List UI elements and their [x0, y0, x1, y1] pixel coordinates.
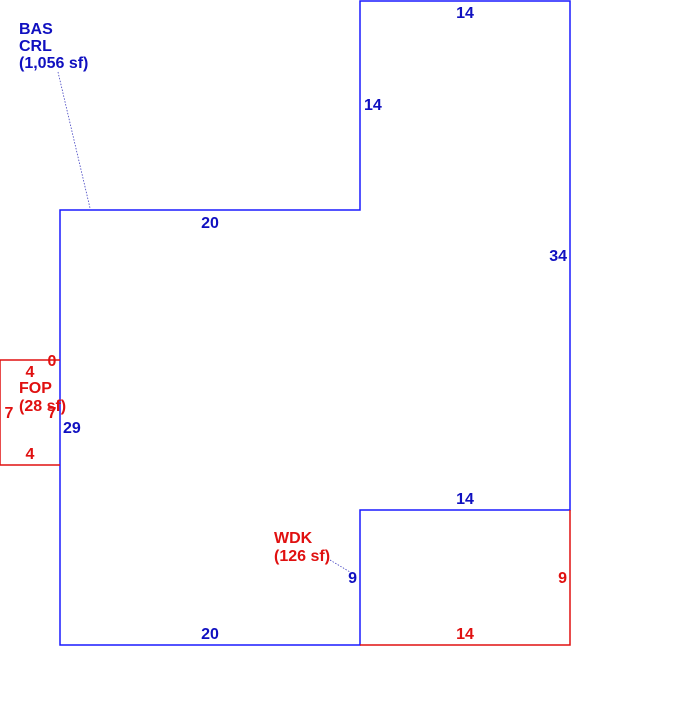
dim-fop-top: 4 — [26, 364, 35, 381]
dim-bas-right: 34 — [549, 248, 567, 265]
bas-sub-label: CRL — [19, 38, 52, 55]
dim-bas-top-right: 14 — [456, 5, 474, 22]
fop-outline — [0, 359, 60, 466]
bas-area-label: (1,056 sf) — [19, 55, 88, 72]
dim-fop-left: 7 — [5, 405, 14, 422]
dim-fop-bottom: 4 — [26, 446, 35, 463]
wdk-code-label: WDK — [274, 530, 313, 547]
dim-bas-step-vertical: 14 — [364, 97, 382, 114]
wdk-area-label: (126 sf) — [274, 548, 330, 565]
dim-wdk-bottom: 14 — [456, 626, 474, 643]
dim-wdk-right: 9 — [558, 570, 567, 587]
dim-bas-left: 29 — [63, 420, 81, 437]
fop-code-label: FOP — [19, 380, 52, 397]
bas-code-label: BAS — [19, 21, 53, 38]
dim-bas-lower-right-vertical: 9 — [348, 570, 357, 587]
wdk-outline — [360, 510, 571, 646]
dim-wdk-top: 14 — [456, 491, 474, 508]
wdk-leader-line — [329, 559, 351, 573]
dim-fop-zero: 0 — [48, 353, 57, 370]
dim-bas-bottom: 20 — [201, 626, 219, 643]
fop-area-label: (28 sf) — [19, 398, 66, 415]
dim-bas-step-horizontal: 20 — [201, 215, 219, 232]
bas-leader-line — [57, 71, 91, 209]
dim-fop-right: 7 — [48, 405, 57, 422]
